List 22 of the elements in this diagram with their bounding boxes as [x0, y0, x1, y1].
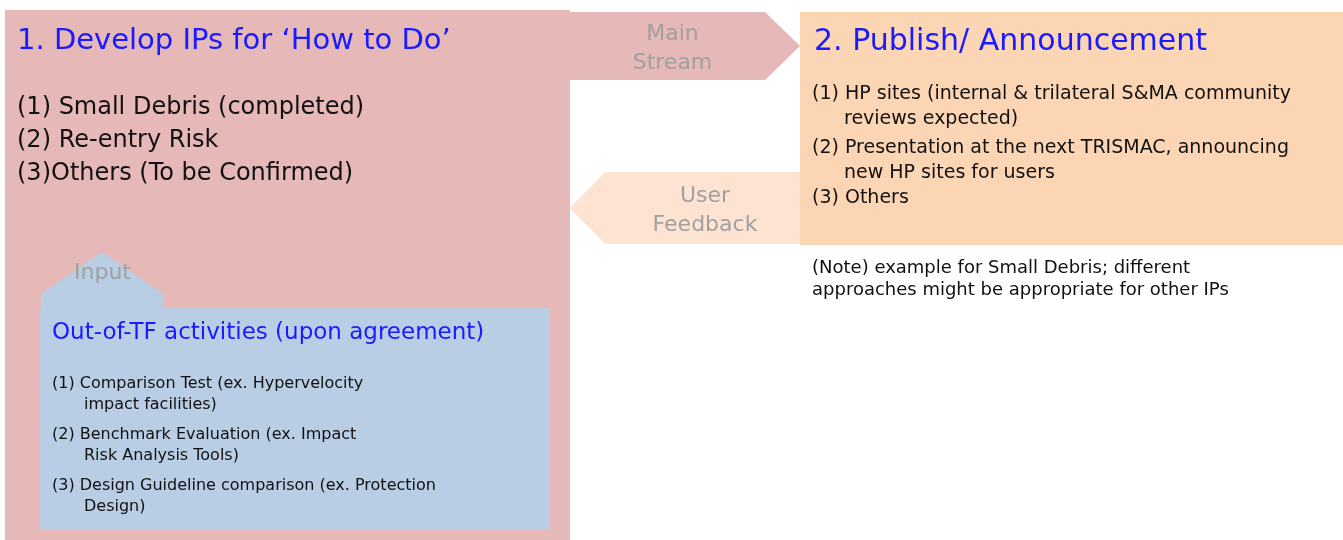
list-item: (2) Re-entry Risk: [17, 124, 220, 155]
stage-panel: [5, 10, 570, 540]
list-item: (3) Others: [812, 184, 910, 209]
stage-panel: [800, 12, 1343, 245]
block-arrow: [570, 172, 800, 244]
activities-panel: [40, 308, 550, 530]
panel-heading: 1. Develop IPs for ‘How to Do’: [17, 21, 452, 58]
panel-heading: Out-of-TF activities (upon agreement): [52, 317, 486, 346]
arrow-label: Main Stream: [631, 19, 714, 76]
block-arrow: [41, 252, 163, 308]
list-item: (3)Others (To be Confirmed): [17, 157, 355, 188]
list-item: (2) Presentation at the next TRISMAC, announcing new HP sites for users: [812, 134, 1290, 184]
block-arrow: [570, 12, 800, 80]
panel-heading: 2. Publish/ Announcement: [814, 21, 1209, 59]
list-item: (1) Small Debris (completed): [17, 91, 366, 122]
arrow-label: User Feedback: [651, 181, 759, 238]
note-text: (Note) example for Small Debris; different approaches might be appropriate for other IPs: [812, 256, 1230, 300]
list-item: (1) Comparison Test (ex. Hypervelocity impact facilities): [52, 372, 365, 414]
list-item: (1) HP sites (internal & trilateral S&MA community reviews expected): [812, 80, 1293, 130]
list-item: (2) Benchmark Evaluation (ex. Impact Risk Analysis Tools): [52, 423, 358, 465]
list-item: (3) Design Guideline comparison (ex. Protection Design): [52, 474, 437, 516]
arrow-label: Input: [73, 258, 132, 286]
